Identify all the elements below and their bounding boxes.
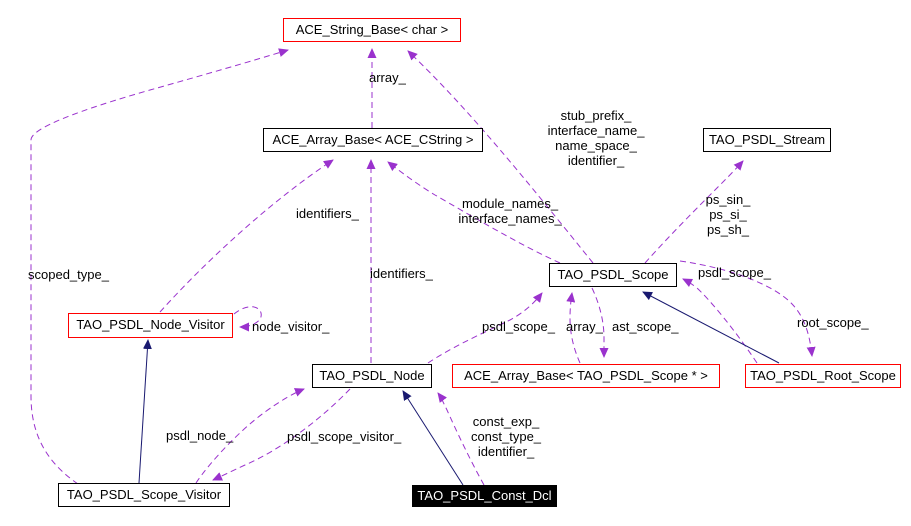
edge-label-identifiers-left: identifiers_ [296,206,359,221]
edge-label-scoped-type: scoped_type_ [28,267,109,282]
node-tao-psdl-root-scope[interactable]: TAO_PSDL_Root_Scope [745,364,901,388]
edge-label-psdl-node: psdl_node_ [166,428,234,443]
edge-label-array-top: array_ [369,70,406,85]
node-tao-psdl-const-dcl: TAO_PSDL_Const_Dcl [412,485,557,507]
edge-array-mid [566,292,581,364]
edge-label-const-members: const_exp_ const_type_ identifier_ [470,414,542,459]
edge-label-psdl-scope-left: psdl_scope_ [482,319,555,334]
edge-inherit-root-scope [642,291,780,364]
edge-module-names [387,161,561,264]
edge-inherit-const-dcl [402,390,464,486]
edge-const-members [437,392,485,486]
edge-label-psdl-scope-right: psdl_scope_ [698,265,771,280]
edge-psdl-scope-from-node [427,292,543,364]
edge-label-array-mid: array_ [566,319,603,334]
edge-label-module-names: module_names_ interface_names_ [458,196,562,226]
edge-node-visitor-selfloop [233,306,262,332]
edge-label-node-visitor: node_visitor_ [252,319,330,334]
edge-label-identifiers-mid: identifiers_ [370,266,433,281]
edge-scoped-type [30,48,289,485]
node-tao-psdl-stream[interactable]: TAO_PSDL_Stream [703,128,831,152]
edge-inherit-scope-visitor [138,339,152,484]
node-ace-string-base[interactable]: ACE_String_Base< char > [283,18,461,42]
edge-psdl-node [195,388,305,484]
edge-label-stub-prefix: stub_prefix_ interface_name_ name_space_… [547,108,645,168]
node-ace-array-base-cstring[interactable]: ACE_Array_Base< ACE_CString > [263,128,483,152]
edge-identifiers-left [159,159,334,313]
edge-label-psdl-scope-visitor: psdl_scope_visitor_ [287,429,402,444]
node-tao-psdl-node-visitor[interactable]: TAO_PSDL_Node_Visitor [68,313,233,338]
node-tao-psdl-node[interactable]: TAO_PSDL_Node [312,364,432,388]
node-tao-psdl-scope[interactable]: TAO_PSDL_Scope [549,263,677,287]
edge-label-ps: ps_sin_ ps_si_ ps_sh_ [705,192,751,237]
edge-psdl-scope-visitor [212,388,351,481]
edge-label-ast-scope: ast_scope_ [612,319,679,334]
node-ace-array-base-scope[interactable]: ACE_Array_Base< TAO_PSDL_Scope * > [452,364,720,388]
edge-psdl-scope-from-root [682,278,758,364]
node-tao-psdl-scope-visitor[interactable]: TAO_PSDL_Scope_Visitor [58,483,230,507]
edge-ast-scope [591,287,609,358]
edge-label-root-scope: root_scope_ [797,315,869,330]
edge-root-scope [679,260,816,357]
